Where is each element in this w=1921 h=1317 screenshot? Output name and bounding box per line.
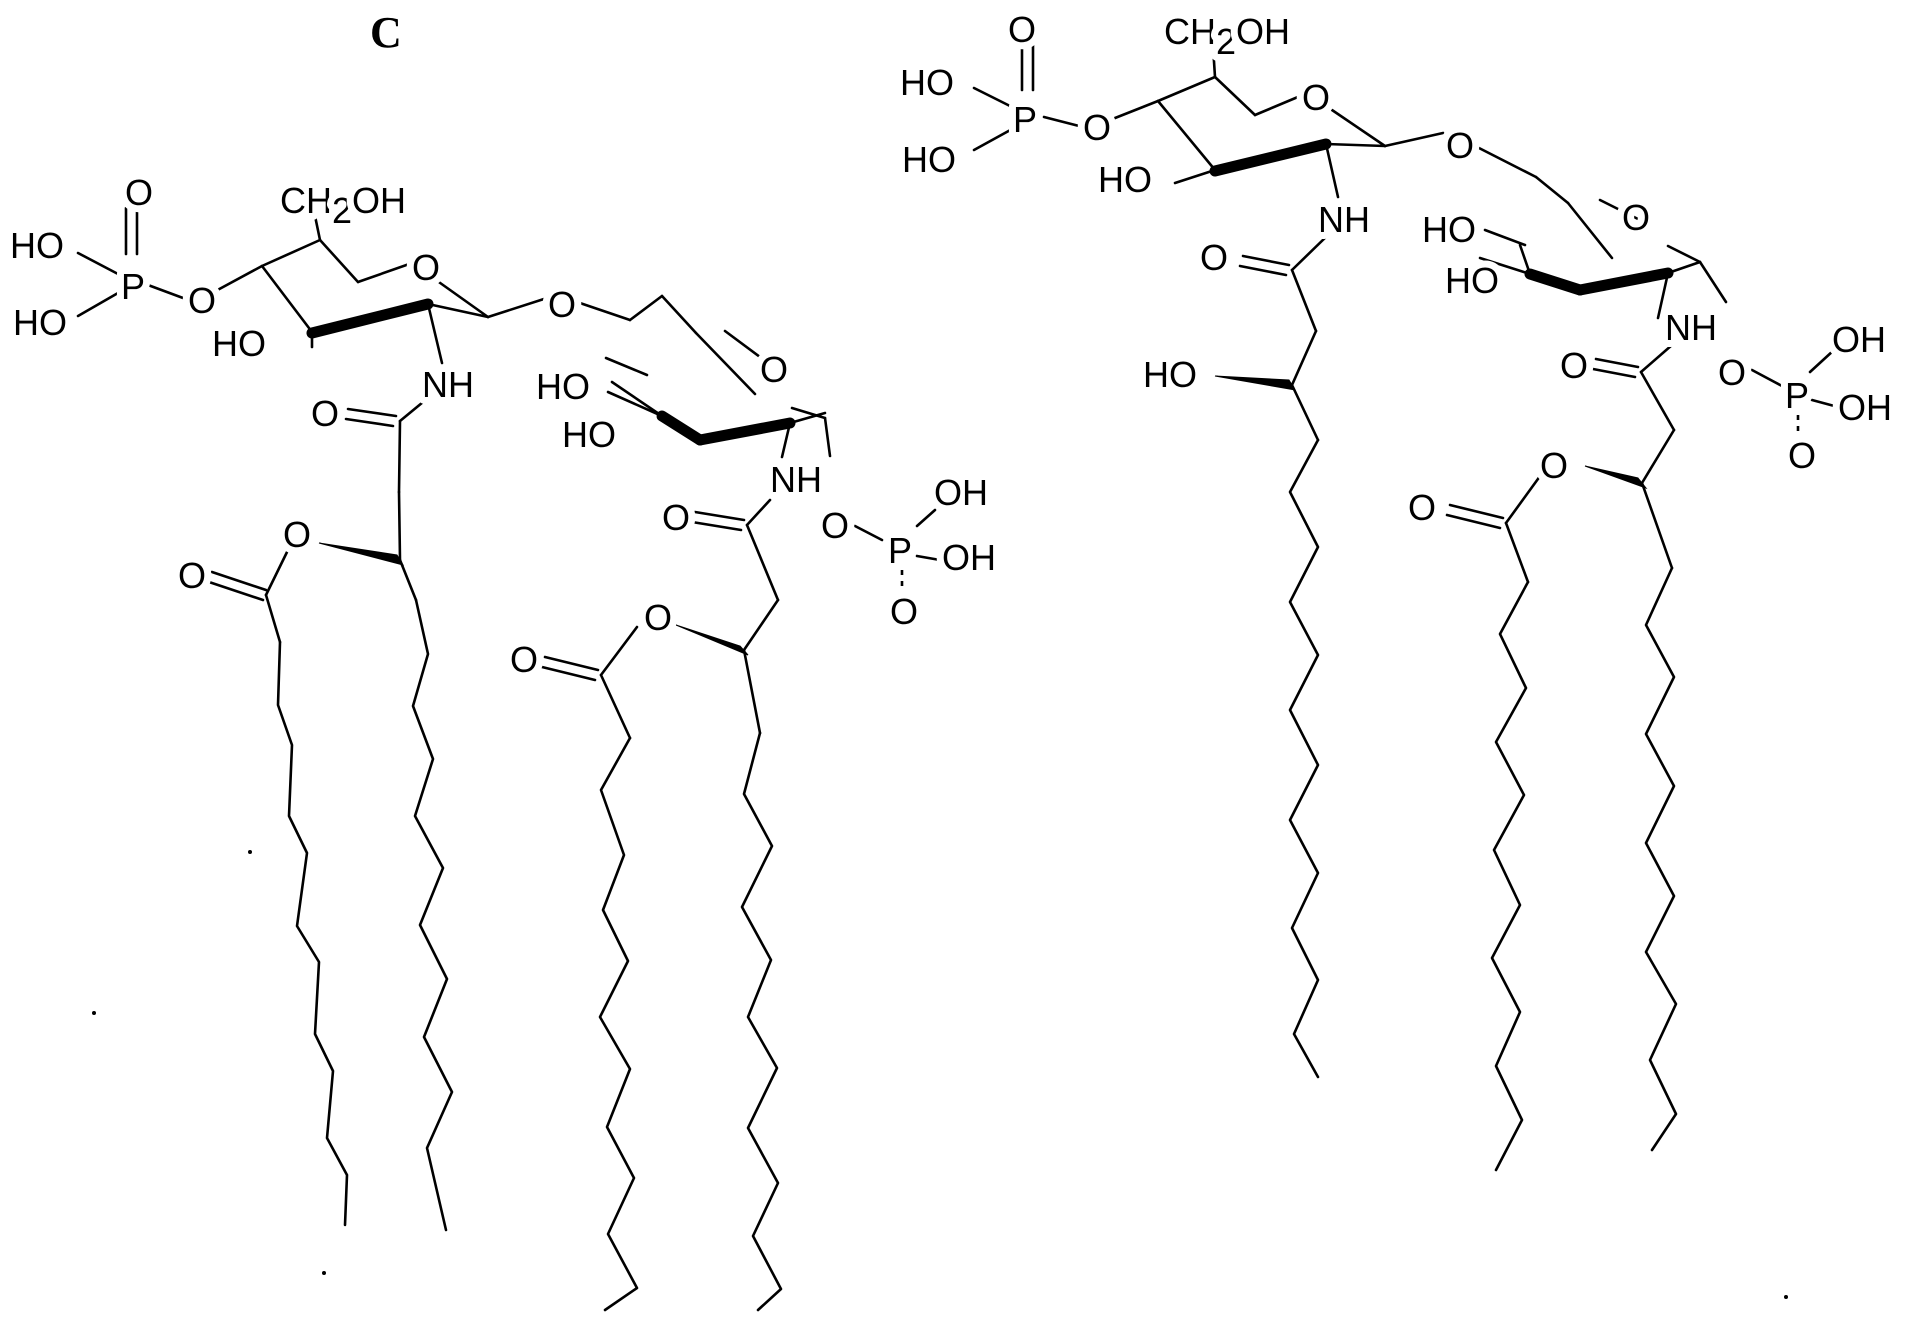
- right-amide-2: [1585, 345, 1674, 568]
- right-phosphate-top-oh-2: HO: [902, 139, 956, 180]
- right-phosphate-top-oxo: O: [1008, 9, 1036, 50]
- right-hydroxyl-chain: HO: [1143, 354, 1197, 395]
- right-phosphate-top-p: P: [1013, 99, 1037, 140]
- right-oh-c4b: HO: [1422, 209, 1476, 250]
- right-glycosidic-o: O: [1446, 125, 1474, 166]
- right-acyl-chain-c: [1646, 568, 1676, 1150]
- left-phosphate-bottom-oxo: O: [890, 591, 918, 632]
- left-acyl-chain-c: [600, 738, 637, 1310]
- right-nh-2: NH: [1665, 307, 1717, 348]
- right-acyl-chain-a: [1290, 440, 1318, 1077]
- left-phosphate-top-oh-2: HO: [13, 302, 67, 343]
- left-ester-1: [209, 550, 288, 642]
- left-oh-c3: HO: [212, 323, 266, 364]
- left-ester-o-1: O: [283, 514, 311, 555]
- left-ch2oh: CH2OH: [280, 180, 406, 231]
- left-oh-c3b: HO: [562, 414, 616, 455]
- left-nh-1: NH: [422, 364, 474, 405]
- left-ester-2: [542, 627, 637, 738]
- left-phosphate-top-oh-1: HO: [10, 225, 64, 266]
- left-amide-2: [676, 500, 778, 733]
- right-phosphate-top: [974, 45, 1158, 150]
- right-oh-c3: HO: [1098, 159, 1152, 200]
- right-ester-carbonyl: O: [1408, 487, 1436, 528]
- panel-label: C: [370, 8, 402, 57]
- right-ester-o: O: [1540, 445, 1568, 486]
- right-amide-1: [1215, 235, 1328, 440]
- scan-speck: [1784, 1295, 1788, 1299]
- right-phosphate-bottom-link-o: O: [1718, 352, 1746, 393]
- left-phosphate-top: [78, 208, 262, 316]
- left-ring-oxygen-1: O: [412, 247, 440, 288]
- left-ring-oxygen-2: O: [760, 349, 788, 390]
- left-oh-c4b: HO: [536, 366, 590, 407]
- right-phosphate-bottom-oh-2: OH: [1838, 387, 1892, 428]
- left-phosphate-top-p: P: [121, 266, 145, 307]
- right-acyl-chain-b: [1492, 582, 1528, 1170]
- left-phosphate-bottom-p: P: [888, 530, 912, 571]
- right-ring-oxygen-1: O: [1302, 77, 1330, 118]
- right-ring-2: [1480, 177, 1726, 318]
- left-phosphate-bottom-oh-1: OH: [934, 472, 988, 513]
- right-oh-c3b: HO: [1445, 260, 1499, 301]
- left-acyl-chain-a: [278, 642, 347, 1225]
- right-phosphate-bottom-oxo: O: [1788, 435, 1816, 476]
- left-amide-o-2: O: [662, 497, 690, 538]
- left-amide-o-1: O: [311, 393, 339, 434]
- left-glycosidic-o: O: [548, 284, 576, 325]
- scan-speck: [248, 850, 252, 854]
- left-phosphate-top-oxo: O: [125, 172, 153, 213]
- right-phosphate-bottom-p: P: [1785, 375, 1809, 416]
- scan-speck: [322, 1271, 326, 1275]
- right-phosphate-top-oh-1: HO: [900, 62, 954, 103]
- right-ester: [1447, 472, 1543, 582]
- left-ester-carbonyl-2: O: [510, 639, 538, 680]
- right-ring-oxygen-2: O: [1622, 197, 1650, 238]
- left-acyl-chain-b: [413, 600, 452, 1230]
- right-phosphate-top-link-o: O: [1083, 107, 1111, 148]
- right-ring-1: [1158, 46, 1536, 197]
- right-phosphate-bottom-oh-1: OH: [1832, 319, 1886, 360]
- right-amide-o-2: O: [1560, 345, 1588, 386]
- left-phosphate-bottom-oh-2: OH: [942, 537, 996, 578]
- left-structure: O P HO HO O CH2OH O HO NH O O O HO HO NH…: [10, 172, 996, 1310]
- right-amide-o-1: O: [1200, 237, 1228, 278]
- left-ester-o-2: O: [644, 597, 672, 638]
- scan-speck: [92, 1011, 96, 1015]
- right-structure: O P HO HO O CH2OH O HO NH O HO O O HO HO…: [900, 9, 1892, 1170]
- left-phosphate-bottom-link-o: O: [821, 505, 849, 546]
- right-ch2oh: CH2OH: [1164, 11, 1290, 62]
- left-phosphate-top-link-o: O: [188, 280, 216, 321]
- right-nh-1: NH: [1318, 199, 1370, 240]
- left-ring-2: [606, 296, 830, 457]
- left-acyl-chain-d: [742, 733, 781, 1310]
- left-ester-carbonyl-1: O: [178, 555, 206, 596]
- left-nh-2: NH: [770, 459, 822, 500]
